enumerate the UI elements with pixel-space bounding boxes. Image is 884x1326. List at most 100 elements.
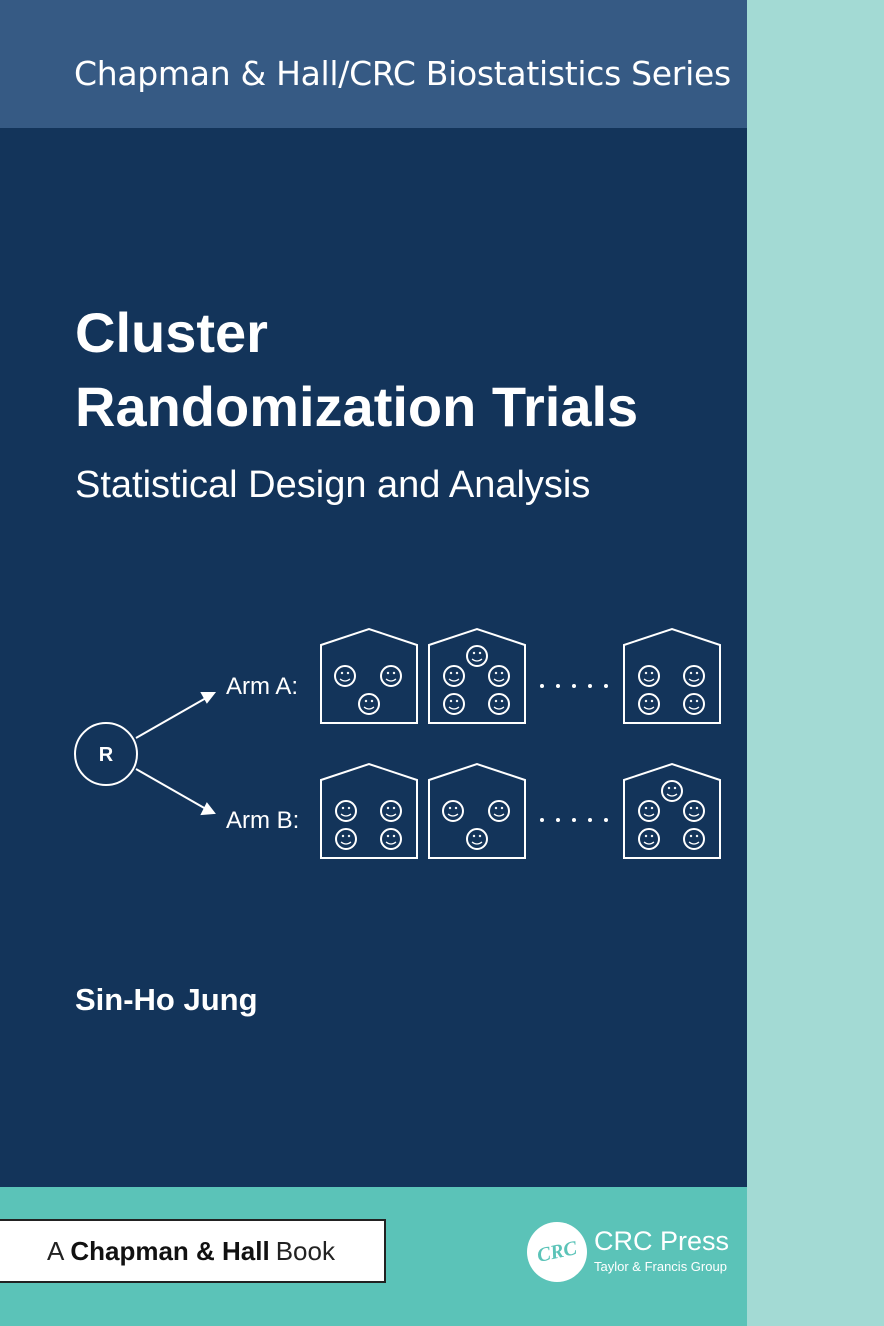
cover-main — [0, 0, 747, 1187]
smiley-eye — [392, 671, 396, 675]
smiley-eye — [494, 671, 498, 675]
smiley-face-icon — [466, 645, 488, 667]
series-band: Chapman & Hall/CRC Biostatistics Series — [0, 0, 747, 128]
smiley-mouth — [340, 841, 352, 845]
smiley-eye — [472, 651, 476, 655]
arm-a-label: Arm A: — [226, 673, 298, 700]
cluster-house — [320, 762, 418, 859]
smiley-eye — [449, 671, 453, 675]
smiley-eye — [500, 806, 504, 810]
ellipsis-dot — [572, 818, 576, 822]
smiley-eye — [392, 806, 396, 810]
smiley-eye — [644, 834, 648, 838]
smiley-eye — [673, 786, 677, 790]
arrowhead-b — [200, 802, 216, 816]
smiley-eye — [455, 699, 459, 703]
smiley-mouth — [688, 841, 700, 845]
smiley-eye — [370, 699, 374, 703]
smiley-eye — [650, 806, 654, 810]
smiley-eye — [695, 834, 699, 838]
smiley-mouth — [643, 813, 655, 817]
smiley-mouth — [385, 678, 397, 682]
smiley-eye — [494, 806, 498, 810]
author: Sin-Ho Jung — [75, 982, 258, 1017]
smiley-face-icon — [380, 665, 402, 687]
arrowhead-a — [200, 692, 217, 704]
smiley-eye — [500, 671, 504, 675]
smiley-eye — [494, 699, 498, 703]
smiley-eye — [392, 834, 396, 838]
smiley-eye — [478, 651, 482, 655]
smiley-eye — [695, 806, 699, 810]
smiley-face-icon — [638, 693, 660, 715]
cluster-house — [428, 627, 526, 724]
publisher-name: CRC Press — [594, 1226, 730, 1256]
smiley-mouth — [666, 793, 678, 797]
smiley-face-icon — [661, 780, 683, 802]
smiley-eye — [644, 671, 648, 675]
smiley-eye — [644, 806, 648, 810]
ellipsis-dot — [604, 684, 608, 688]
smiley-face-icon — [683, 800, 705, 822]
ellipsis-dot — [556, 818, 560, 822]
smiley-eye — [364, 699, 368, 703]
title-line-2: Randomization Trials — [75, 375, 639, 438]
smiley-eye — [689, 834, 693, 838]
smiley-eye — [667, 786, 671, 790]
smiley-face-icon — [683, 693, 705, 715]
smiley-eye — [386, 834, 390, 838]
smiley-mouth — [688, 813, 700, 817]
smiley-eye — [689, 699, 693, 703]
smiley-mouth — [493, 813, 505, 817]
smiley-mouth — [340, 813, 352, 817]
smiley-mouth — [385, 813, 397, 817]
smiley-mouth — [385, 841, 397, 845]
smiley-face-icon — [683, 828, 705, 850]
ellipsis-dot — [540, 684, 544, 688]
smiley-eye — [695, 671, 699, 675]
smiley-mouth — [688, 678, 700, 682]
smiley-eye — [455, 671, 459, 675]
smiley-face-icon — [466, 828, 488, 850]
ellipsis-dot — [588, 818, 592, 822]
smiley-face-icon — [380, 800, 402, 822]
smiley-mouth — [643, 678, 655, 682]
smiley-face-icon — [638, 828, 660, 850]
smiley-eye — [650, 699, 654, 703]
smiley-eye — [448, 806, 452, 810]
smiley-eye — [341, 834, 345, 838]
subtitle: Statistical Design and Analysis — [75, 464, 591, 506]
smiley-eye — [472, 834, 476, 838]
imprint-name: Chapman & Hall — [70, 1235, 270, 1266]
cluster-house — [623, 762, 721, 859]
smiley-face-icon — [335, 828, 357, 850]
smiley-mouth — [643, 841, 655, 845]
series-title: Chapman & Hall/CRC Biostatistics Series — [74, 54, 731, 93]
smiley-mouth — [447, 813, 459, 817]
smiley-eye — [478, 834, 482, 838]
cluster-house — [623, 627, 721, 724]
smiley-face-icon — [638, 665, 660, 687]
smiley-face-icon — [380, 828, 402, 850]
smiley-eye — [346, 671, 350, 675]
smiley-eye — [386, 806, 390, 810]
smiley-mouth — [493, 678, 505, 682]
smiley-face-icon — [683, 665, 705, 687]
smiley-mouth — [363, 706, 375, 710]
smiley-mouth — [448, 678, 460, 682]
imprint-suffix: Book — [275, 1235, 335, 1266]
smiley-mouth — [688, 706, 700, 710]
smiley-face-icon — [358, 693, 380, 715]
arm-b-label: Arm B: — [226, 807, 299, 834]
smiley-face-icon — [442, 800, 464, 822]
smiley-mouth — [471, 841, 483, 845]
smiley-mouth — [471, 658, 483, 662]
publisher-group: Taylor & Francis Group — [594, 1259, 727, 1274]
cluster-house — [320, 627, 418, 724]
smiley-face-icon — [443, 665, 465, 687]
smiley-face-icon — [488, 665, 510, 687]
smiley-eye — [340, 671, 344, 675]
smiley-face-icon — [488, 800, 510, 822]
smiley-mouth — [493, 706, 505, 710]
ellipsis-dot — [540, 818, 544, 822]
